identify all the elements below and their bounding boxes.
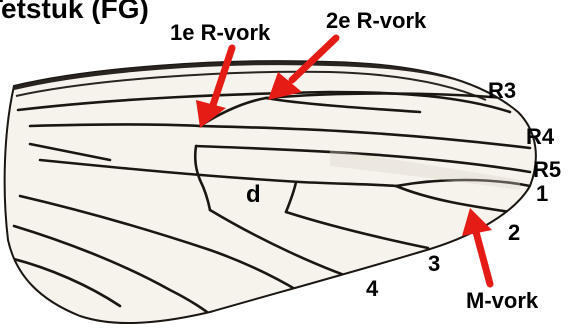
label-cell-d: d	[246, 181, 261, 208]
label-m2: 2	[508, 220, 520, 245]
label-r3: R3	[488, 78, 516, 103]
label-r4: R4	[526, 124, 555, 149]
vein-r-stem	[30, 125, 200, 127]
title-partial: Tetstuk (FG)	[0, 0, 149, 24]
label-m3: 3	[428, 251, 440, 276]
label-fork1: 1e R-vork	[170, 20, 271, 45]
label-r5: R5	[533, 157, 561, 182]
label-m4: 4	[366, 276, 379, 301]
label-m1: 1	[536, 181, 548, 206]
label-fork2: 2e R-vork	[326, 8, 427, 33]
label-mfork: M-vork	[466, 288, 539, 313]
